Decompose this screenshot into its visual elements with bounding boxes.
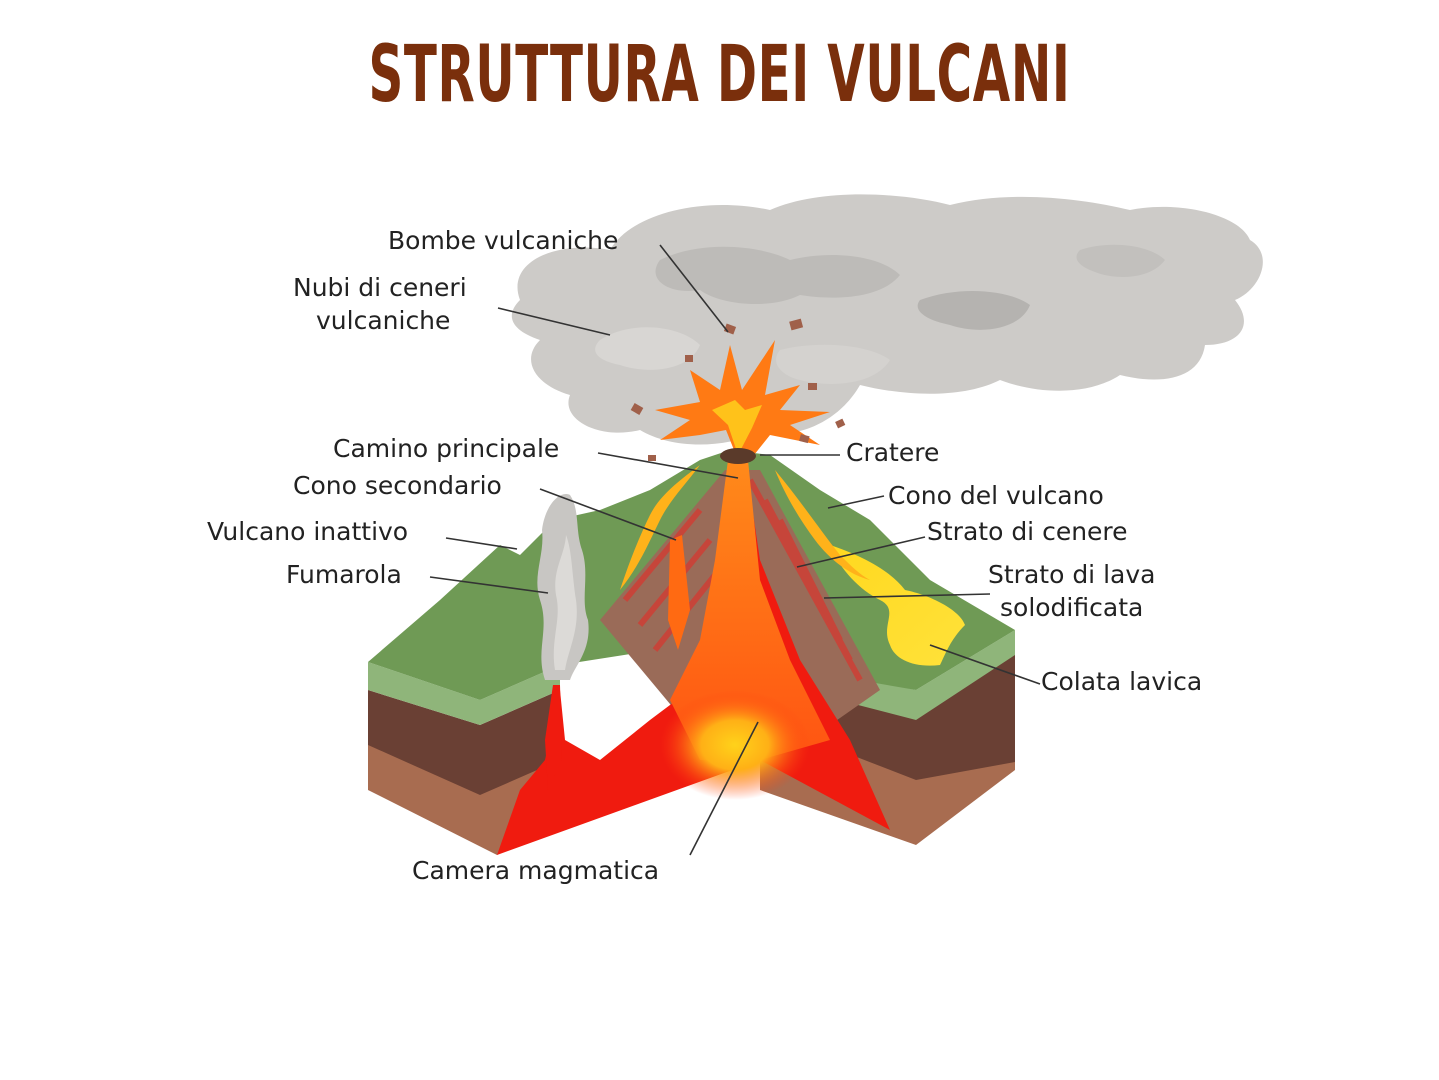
label-strato-di-cenere: Strato di cenere	[927, 517, 1128, 546]
lava-flow	[830, 545, 965, 666]
leader-lines	[429, 244, 1041, 856]
label-cono-del-vulcano: Cono del vulcano	[888, 481, 1104, 510]
label-cratere: Cratere	[846, 438, 939, 467]
page-title: STRUTTURA DEI VULCANI	[368, 30, 1071, 120]
label-nubi-ceneri-line1: Nubi di ceneri	[293, 273, 467, 302]
eruption-fountain	[655, 340, 830, 464]
label-camera-magmatica: Camera magmatica	[412, 856, 659, 885]
label-nubi-ceneri-line2: vulcaniche	[316, 306, 450, 335]
ash-cloud	[511, 194, 1263, 445]
label-fumarola: Fumarola	[286, 560, 402, 589]
label-bombe-vulcaniche: Bombe vulcaniche	[388, 226, 618, 255]
label-vulcano-inattivo: Vulcano inattivo	[207, 517, 408, 546]
volcano-cross-section	[497, 460, 890, 855]
label-strato-di-lava-line1: Strato di lava	[988, 560, 1155, 589]
label-colata-lavica: Colata lavica	[1041, 667, 1202, 696]
label-strato-di-lava-line2: solodificata	[1000, 593, 1143, 622]
labels: Bombe vulcaniche Nubi di ceneri vulcanic…	[207, 226, 1202, 885]
fumarole-smoke	[537, 494, 589, 680]
volcanic-bombs	[630, 318, 846, 461]
label-cono-secondario: Cono secondario	[293, 471, 502, 500]
label-camino-principale: Camino principale	[333, 434, 559, 463]
